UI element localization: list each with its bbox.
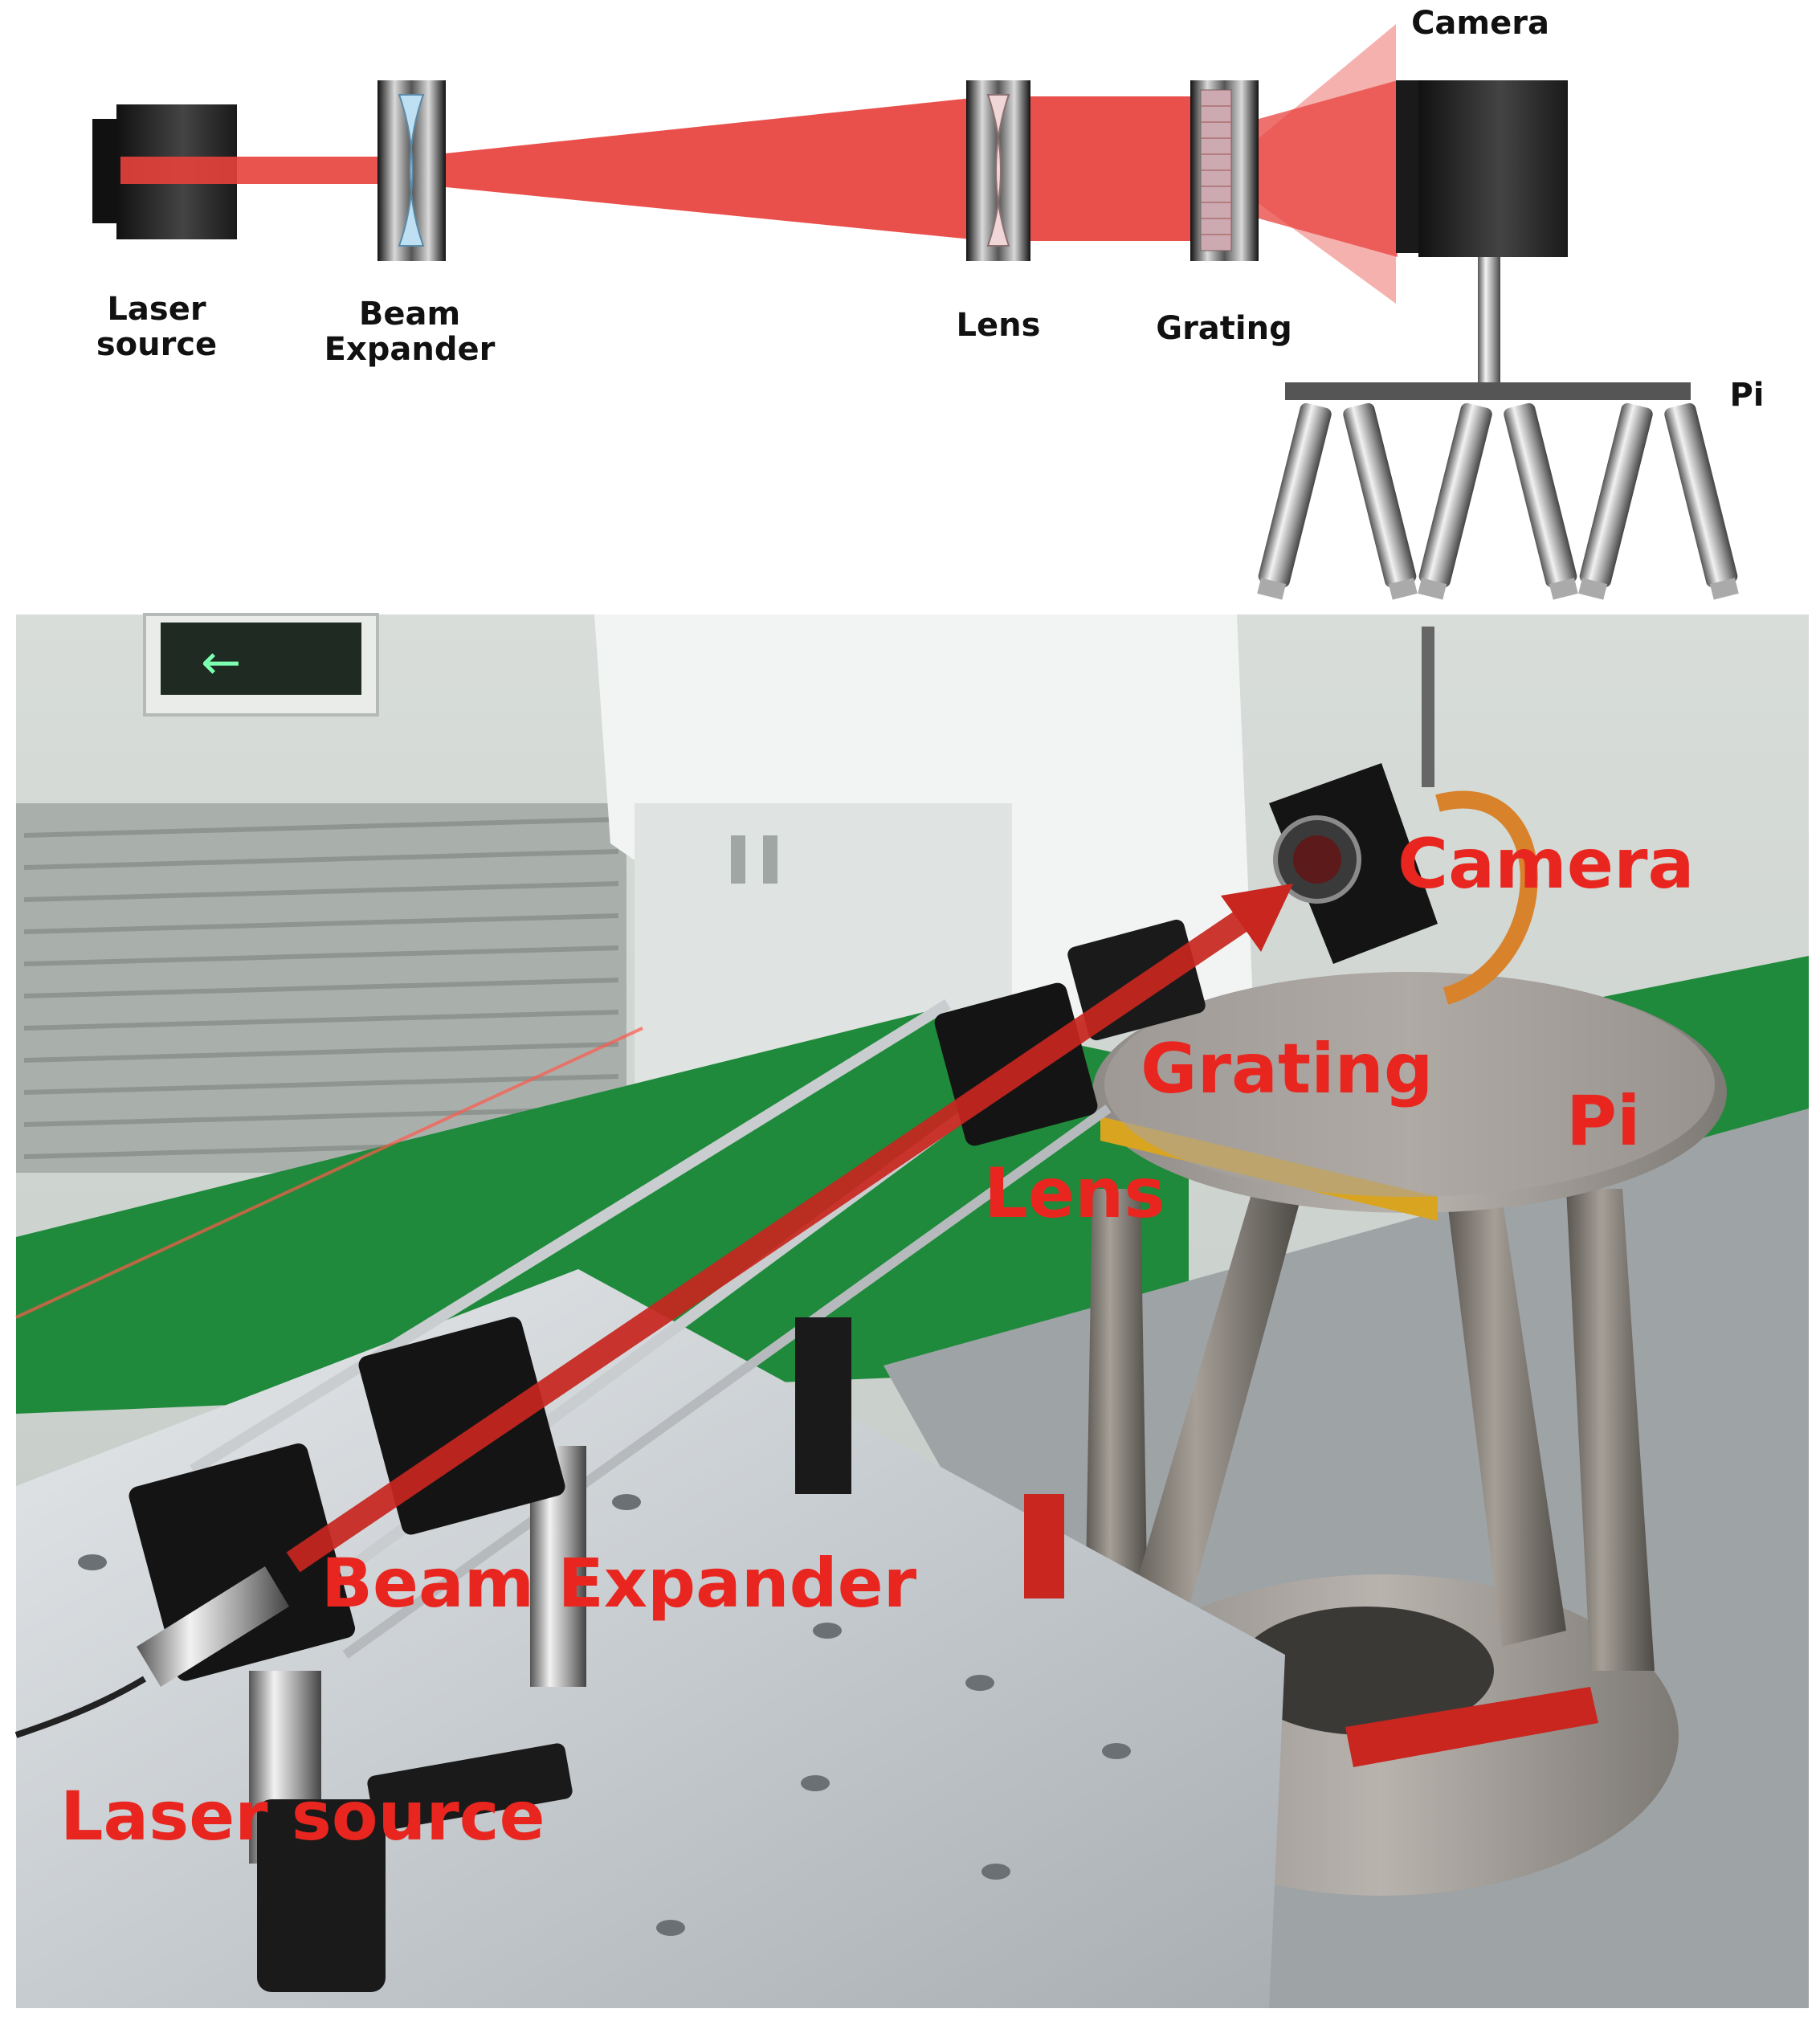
label-beam-expander-line1: Beam bbox=[359, 296, 460, 333]
beam-expanded bbox=[438, 98, 972, 239]
beam-diffracted-center bbox=[1253, 80, 1398, 257]
optical-schematic: Laser source Beam Expander Lens Grating … bbox=[92, 5, 1765, 600]
beam-expander-schematic bbox=[377, 80, 446, 261]
label-laser-source-line1: Laser bbox=[107, 291, 206, 328]
marker-bar-right bbox=[1345, 1687, 1598, 1767]
hexapod-legs bbox=[1257, 402, 1739, 600]
grating-schematic bbox=[1190, 80, 1259, 261]
pi-hexapod-schematic bbox=[1257, 382, 1739, 600]
photo-camera bbox=[1269, 627, 1438, 964]
beam-collimated bbox=[1024, 96, 1205, 241]
label-pi: Pi bbox=[1729, 377, 1764, 414]
photo-label-pi: Pi bbox=[1566, 1081, 1641, 1162]
photo-label-beam-expander: Beam Expander bbox=[321, 1544, 917, 1623]
photo-hexapod-legs bbox=[1084, 1189, 1655, 1671]
laser-head bbox=[14, 1566, 289, 1738]
marker-bar-left bbox=[1024, 1494, 1064, 1598]
camera-schematic bbox=[1396, 80, 1568, 386]
laser-path-arrow bbox=[286, 884, 1293, 1573]
label-grating: Grating bbox=[1156, 310, 1292, 347]
label-camera: Camera bbox=[1411, 5, 1549, 42]
photo-label-lens: Lens bbox=[984, 1153, 1165, 1234]
exit-arrow-icon: ← bbox=[201, 635, 241, 691]
setup-photo: ← bbox=[14, 613, 1809, 2008]
photo-label-grating: Grating bbox=[1141, 1029, 1433, 1109]
lens-schematic bbox=[966, 80, 1030, 261]
laser-source-schematic bbox=[92, 104, 237, 239]
label-beam-expander-line2: Expander bbox=[324, 331, 496, 368]
label-laser-source-line2: source bbox=[96, 326, 217, 363]
photo-label-laser-source: Laser source bbox=[60, 1777, 545, 1856]
label-lens: Lens bbox=[957, 307, 1041, 344]
photo-label-camera: Camera bbox=[1398, 824, 1695, 904]
